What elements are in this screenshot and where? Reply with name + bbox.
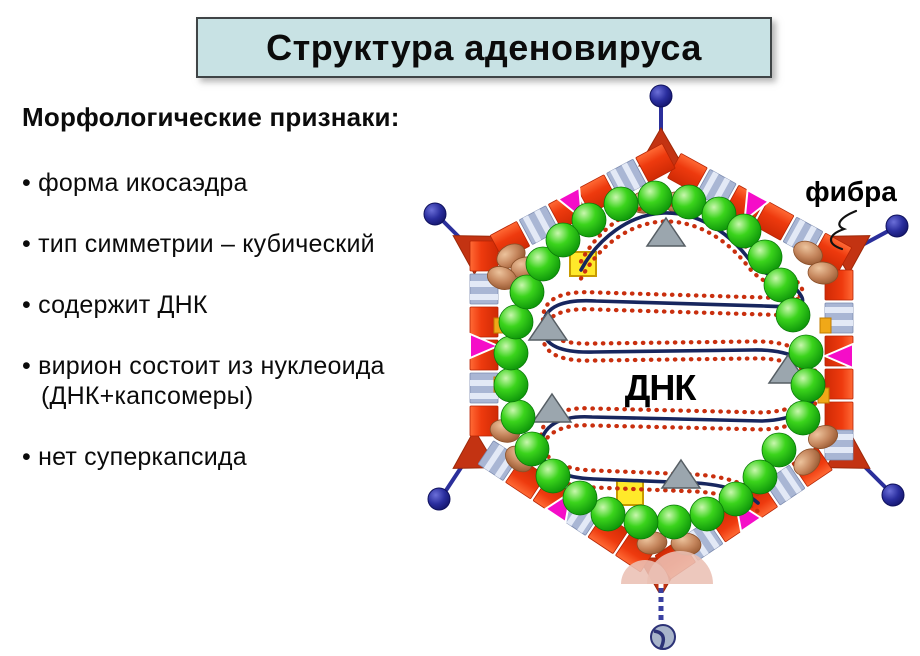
capsid-edge bbox=[469, 240, 501, 437]
dna-label: ДНК bbox=[625, 367, 698, 408]
features-heading: Морфологические признаки: bbox=[22, 102, 400, 132]
capsomere-ring bbox=[493, 180, 826, 540]
feature-item: тип симметрии – кубический bbox=[22, 229, 422, 259]
fiber-spikes bbox=[423, 84, 909, 511]
feature-item: нет суперкапсида bbox=[22, 442, 422, 472]
slide-title-box: Структура аденовируса bbox=[196, 17, 772, 78]
fiber-callout bbox=[829, 209, 858, 251]
slide-title: Структура аденовируса bbox=[266, 26, 702, 68]
bottom-fiber bbox=[650, 584, 676, 650]
feature-item: содержит ДНК bbox=[22, 290, 422, 320]
features-list: форма икосаэдра тип симметрии – кубическ… bbox=[22, 168, 422, 472]
feature-item: форма икосаэдра bbox=[22, 168, 422, 198]
capsid-edge bbox=[667, 152, 853, 273]
fiber-label: фибра bbox=[805, 176, 897, 207]
watermark bbox=[621, 551, 713, 584]
capsid-edge bbox=[822, 269, 854, 461]
features-panel: Морфологические признаки: форма икосаэдр… bbox=[22, 101, 422, 472]
feature-item: вирион состоит из нуклеоида (ДНК+капсоме… bbox=[22, 351, 422, 411]
